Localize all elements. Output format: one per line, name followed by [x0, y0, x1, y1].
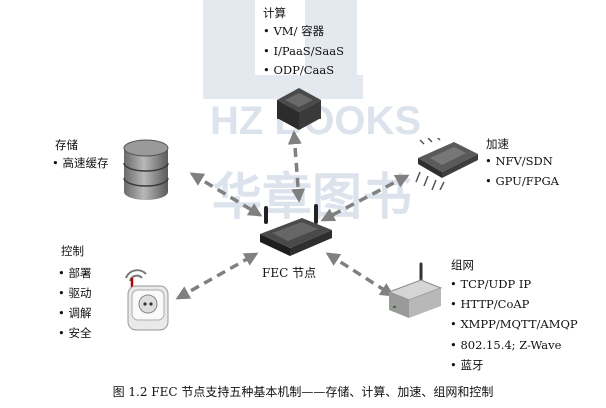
storage-title: 存储	[55, 138, 78, 152]
list-item: VM/ 容器	[263, 22, 344, 42]
compute-title: 计算	[263, 6, 286, 20]
list-item: 安全	[58, 323, 91, 343]
list-item: HTTP/CoAP	[450, 294, 578, 314]
list-item: XMPP/MQTT/AMQP	[450, 314, 577, 334]
database-icon	[123, 139, 169, 200]
acceleration-list: NFV/SDN GPU/FPGA	[485, 152, 559, 191]
list-item: 蓝牙	[450, 355, 578, 375]
arrow-control	[175, 252, 259, 300]
control-title: 控制	[61, 244, 84, 258]
networking-list: TCP/UDP IP HTTP/CoAP XMPP/MQTT/AMQP 802.…	[450, 274, 578, 375]
list-item: NFV/SDN	[485, 152, 559, 172]
figure-caption: 图 1.2 FEC 节点支持五种基本机制——存储、计算、加速、组网和控制	[112, 385, 494, 399]
arrow-compute	[287, 130, 306, 203]
list-item: 802.15.4; Z-Wave	[450, 335, 578, 355]
network-gateway-icon	[387, 262, 443, 318]
networking-title: 组网	[451, 258, 474, 272]
list-item: 高速缓存	[52, 154, 108, 174]
arrow-acceleration	[320, 174, 410, 222]
list-item: 部署	[58, 263, 91, 283]
list-item: GPU/FPGA	[485, 172, 559, 192]
arrow-networking	[325, 252, 395, 297]
center-node-label: FEC 节点	[262, 266, 317, 280]
list-item: I/PaaS/SaaS	[263, 42, 344, 62]
list-item: ODP/CaaS	[263, 61, 344, 81]
accelerator-chip-icon	[415, 138, 478, 190]
storage-list: 高速缓存	[52, 154, 108, 174]
list-item: 调解	[58, 303, 91, 323]
arrow-storage	[189, 172, 263, 217]
smart-plug-icon	[125, 269, 169, 331]
fec-node-router-icon	[260, 204, 332, 256]
list-item: 驱动	[58, 283, 91, 303]
processor-chip-icon	[277, 88, 321, 130]
compute-list: VM/ 容器 I/PaaS/SaaS ODP/CaaS	[263, 22, 344, 81]
list-item: TCP/UDP IP	[450, 274, 578, 294]
acceleration-title: 加速	[486, 137, 509, 151]
control-list: 部署 驱动 调解 安全	[58, 263, 91, 343]
